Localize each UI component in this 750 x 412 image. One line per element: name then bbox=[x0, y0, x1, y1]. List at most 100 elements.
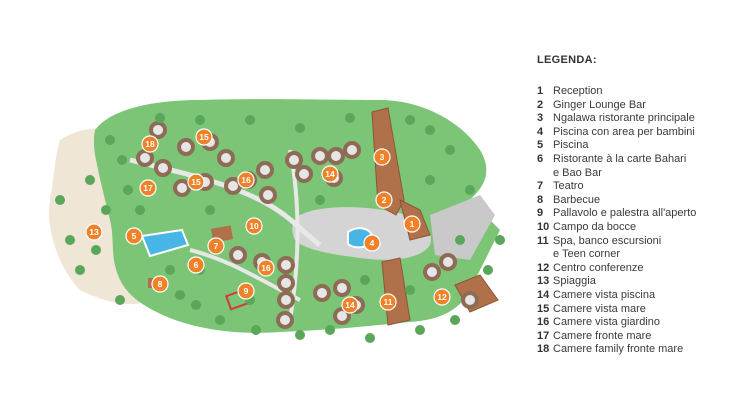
map-marker-label: 14 bbox=[325, 169, 335, 179]
legend-item: 8 Barbecue bbox=[537, 194, 742, 208]
hut bbox=[276, 311, 294, 329]
legend-item-number: 13 bbox=[537, 275, 550, 288]
map-marker: 14 bbox=[321, 165, 339, 183]
map-marker: 15 bbox=[195, 128, 213, 146]
hut bbox=[217, 149, 235, 167]
hut bbox=[224, 177, 242, 195]
legend-item-number: 11 bbox=[537, 234, 549, 247]
tree bbox=[425, 125, 435, 135]
hut bbox=[229, 246, 247, 264]
legend-item-label: Pallavolo e palestra all'aperto bbox=[553, 207, 697, 220]
map-marker-label: 15 bbox=[199, 132, 209, 142]
tree bbox=[205, 205, 215, 215]
tree bbox=[55, 195, 65, 205]
map-marker-label: 4 bbox=[370, 238, 375, 248]
legend-item-number: 4 bbox=[537, 125, 544, 138]
legend-item-number: 5 bbox=[537, 139, 544, 152]
tree bbox=[245, 115, 255, 125]
tree bbox=[135, 205, 145, 215]
map-marker-label: 5 bbox=[132, 231, 137, 241]
hut bbox=[333, 279, 351, 297]
tree bbox=[360, 275, 370, 285]
hut bbox=[259, 186, 277, 204]
legend-item-number: 10 bbox=[537, 220, 550, 233]
legend-item-label: Camere family fronte mare bbox=[553, 343, 684, 356]
map-marker: 16 bbox=[257, 259, 275, 277]
hut bbox=[277, 274, 295, 292]
map-marker-label: 13 bbox=[89, 227, 99, 237]
tree bbox=[315, 195, 325, 205]
map-marker-label: 12 bbox=[437, 292, 447, 302]
tree bbox=[165, 265, 175, 275]
map-marker-label: 15 bbox=[191, 177, 201, 187]
legend-item-label: Ginger Lounge Bar bbox=[553, 98, 646, 111]
hut bbox=[313, 284, 331, 302]
map-marker: 18 bbox=[141, 135, 159, 153]
legend-item-number: 3 bbox=[537, 112, 544, 125]
legend-item-label: Reception bbox=[553, 85, 603, 97]
legend-title: LEGENDA: bbox=[537, 54, 597, 66]
hut bbox=[277, 291, 295, 309]
legend-item-number: 1 bbox=[537, 85, 544, 97]
tree bbox=[365, 333, 375, 343]
map-marker: 12 bbox=[433, 288, 451, 306]
legend-item-label: Piscina bbox=[553, 139, 589, 152]
legend-item: 5 Piscina bbox=[537, 139, 742, 153]
legend-item-label: Spiaggia bbox=[553, 275, 596, 288]
tree bbox=[450, 315, 460, 325]
map-marker-label: 16 bbox=[241, 175, 251, 185]
map-marker-label: 3 bbox=[380, 152, 385, 162]
map-marker: 17 bbox=[139, 179, 157, 197]
tree bbox=[123, 185, 133, 195]
map-marker-label: 1 bbox=[410, 219, 415, 229]
access-road bbox=[430, 195, 495, 260]
tree bbox=[215, 315, 225, 325]
tree bbox=[175, 290, 185, 300]
legend-item-label: Camere vista giardino bbox=[553, 316, 660, 329]
map-marker-label: 18 bbox=[145, 139, 155, 149]
map-marker-label: 2 bbox=[382, 195, 387, 205]
legend-item-label: Barbecue bbox=[553, 193, 601, 206]
legend-item-number: 2 bbox=[537, 98, 544, 111]
map-marker: 7 bbox=[207, 237, 225, 255]
tree bbox=[191, 300, 201, 310]
tree bbox=[195, 115, 205, 125]
map-marker-label: 8 bbox=[158, 279, 163, 289]
map-marker: 11 bbox=[379, 293, 397, 311]
room-huts bbox=[136, 121, 479, 329]
tree bbox=[85, 175, 95, 185]
hut bbox=[343, 141, 361, 159]
trees bbox=[55, 113, 505, 343]
tree bbox=[425, 175, 435, 185]
legend-item-number: 8 bbox=[537, 193, 544, 206]
legend-item-number: 12 bbox=[537, 261, 550, 274]
legend-item-number: 18 bbox=[537, 343, 550, 356]
legend-item-number: 6 bbox=[537, 152, 544, 165]
legend-item-label: Camere vista mare bbox=[553, 302, 646, 315]
tree bbox=[155, 113, 165, 123]
hut bbox=[173, 179, 191, 197]
hut bbox=[136, 149, 154, 167]
map-marker: 16 bbox=[237, 171, 255, 189]
hut bbox=[423, 263, 441, 281]
tree bbox=[75, 265, 85, 275]
map-marker: 10 bbox=[245, 217, 263, 235]
legend-item: 1 Reception bbox=[537, 85, 742, 99]
legend-item-label: Camere vista piscina bbox=[553, 288, 656, 301]
map-marker: 4 bbox=[363, 234, 381, 252]
legend-item-number: 16 bbox=[537, 316, 550, 329]
hut bbox=[285, 151, 303, 169]
hut bbox=[154, 159, 172, 177]
